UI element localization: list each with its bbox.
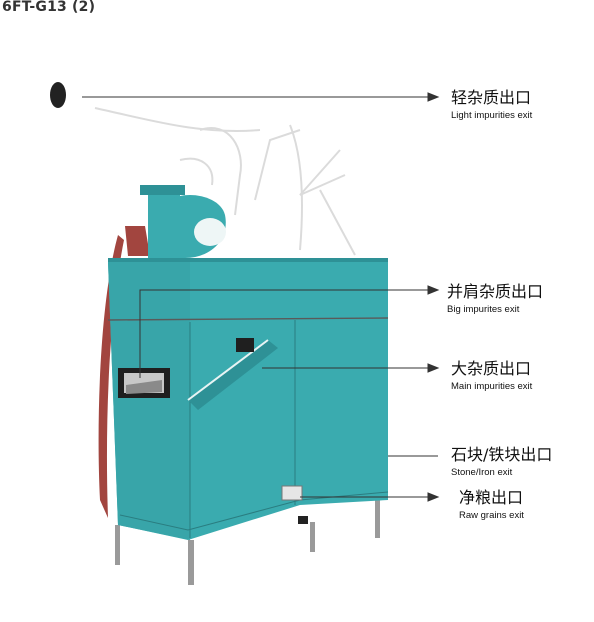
label-raw-zh: 净粮出口 bbox=[459, 488, 524, 507]
label-main-zh: 大杂质出口 bbox=[451, 359, 532, 378]
diagram-title: 6FT-G13 (2) bbox=[2, 0, 96, 15]
label-big-impurities: 并肩杂质出口 Big impurites exit bbox=[447, 283, 543, 316]
label-stone-en: Stone/Iron exit bbox=[451, 467, 513, 478]
label-light-en: Light impurities exit bbox=[451, 110, 533, 121]
label-light-zh: 轻杂质出口 bbox=[451, 88, 532, 107]
background-figure bbox=[94, 107, 356, 256]
label-raw-en: Raw grains exit bbox=[459, 510, 524, 521]
raw-grains-outlet bbox=[281, 485, 308, 524]
label-big-zh: 并肩杂质出口 bbox=[447, 282, 544, 301]
label-stone-zh: 石块/铁块出口 bbox=[451, 445, 553, 464]
label-main-en: Main impurities exit bbox=[451, 381, 533, 392]
label-big-en: Big impurites exit bbox=[447, 304, 520, 315]
label-main-impurities: 大杂质出口 Main impurities exit bbox=[451, 360, 532, 393]
machine-body bbox=[107, 258, 389, 540]
light-impurities-outlet bbox=[50, 82, 66, 108]
drive-belt bbox=[98, 235, 124, 518]
big-impurities-outlet bbox=[118, 368, 170, 398]
label-raw-grains: 净粮出口 Raw grains exit bbox=[459, 489, 524, 522]
legs bbox=[115, 500, 380, 585]
label-light-impurities: 轻杂质出口 Light impurities exit bbox=[451, 89, 532, 122]
cyclone-fan bbox=[140, 185, 248, 268]
label-stone-iron: 石块/铁块出口 Stone/Iron exit bbox=[451, 446, 552, 479]
main-impurities-chute bbox=[187, 338, 278, 410]
leader-lines bbox=[82, 92, 440, 502]
